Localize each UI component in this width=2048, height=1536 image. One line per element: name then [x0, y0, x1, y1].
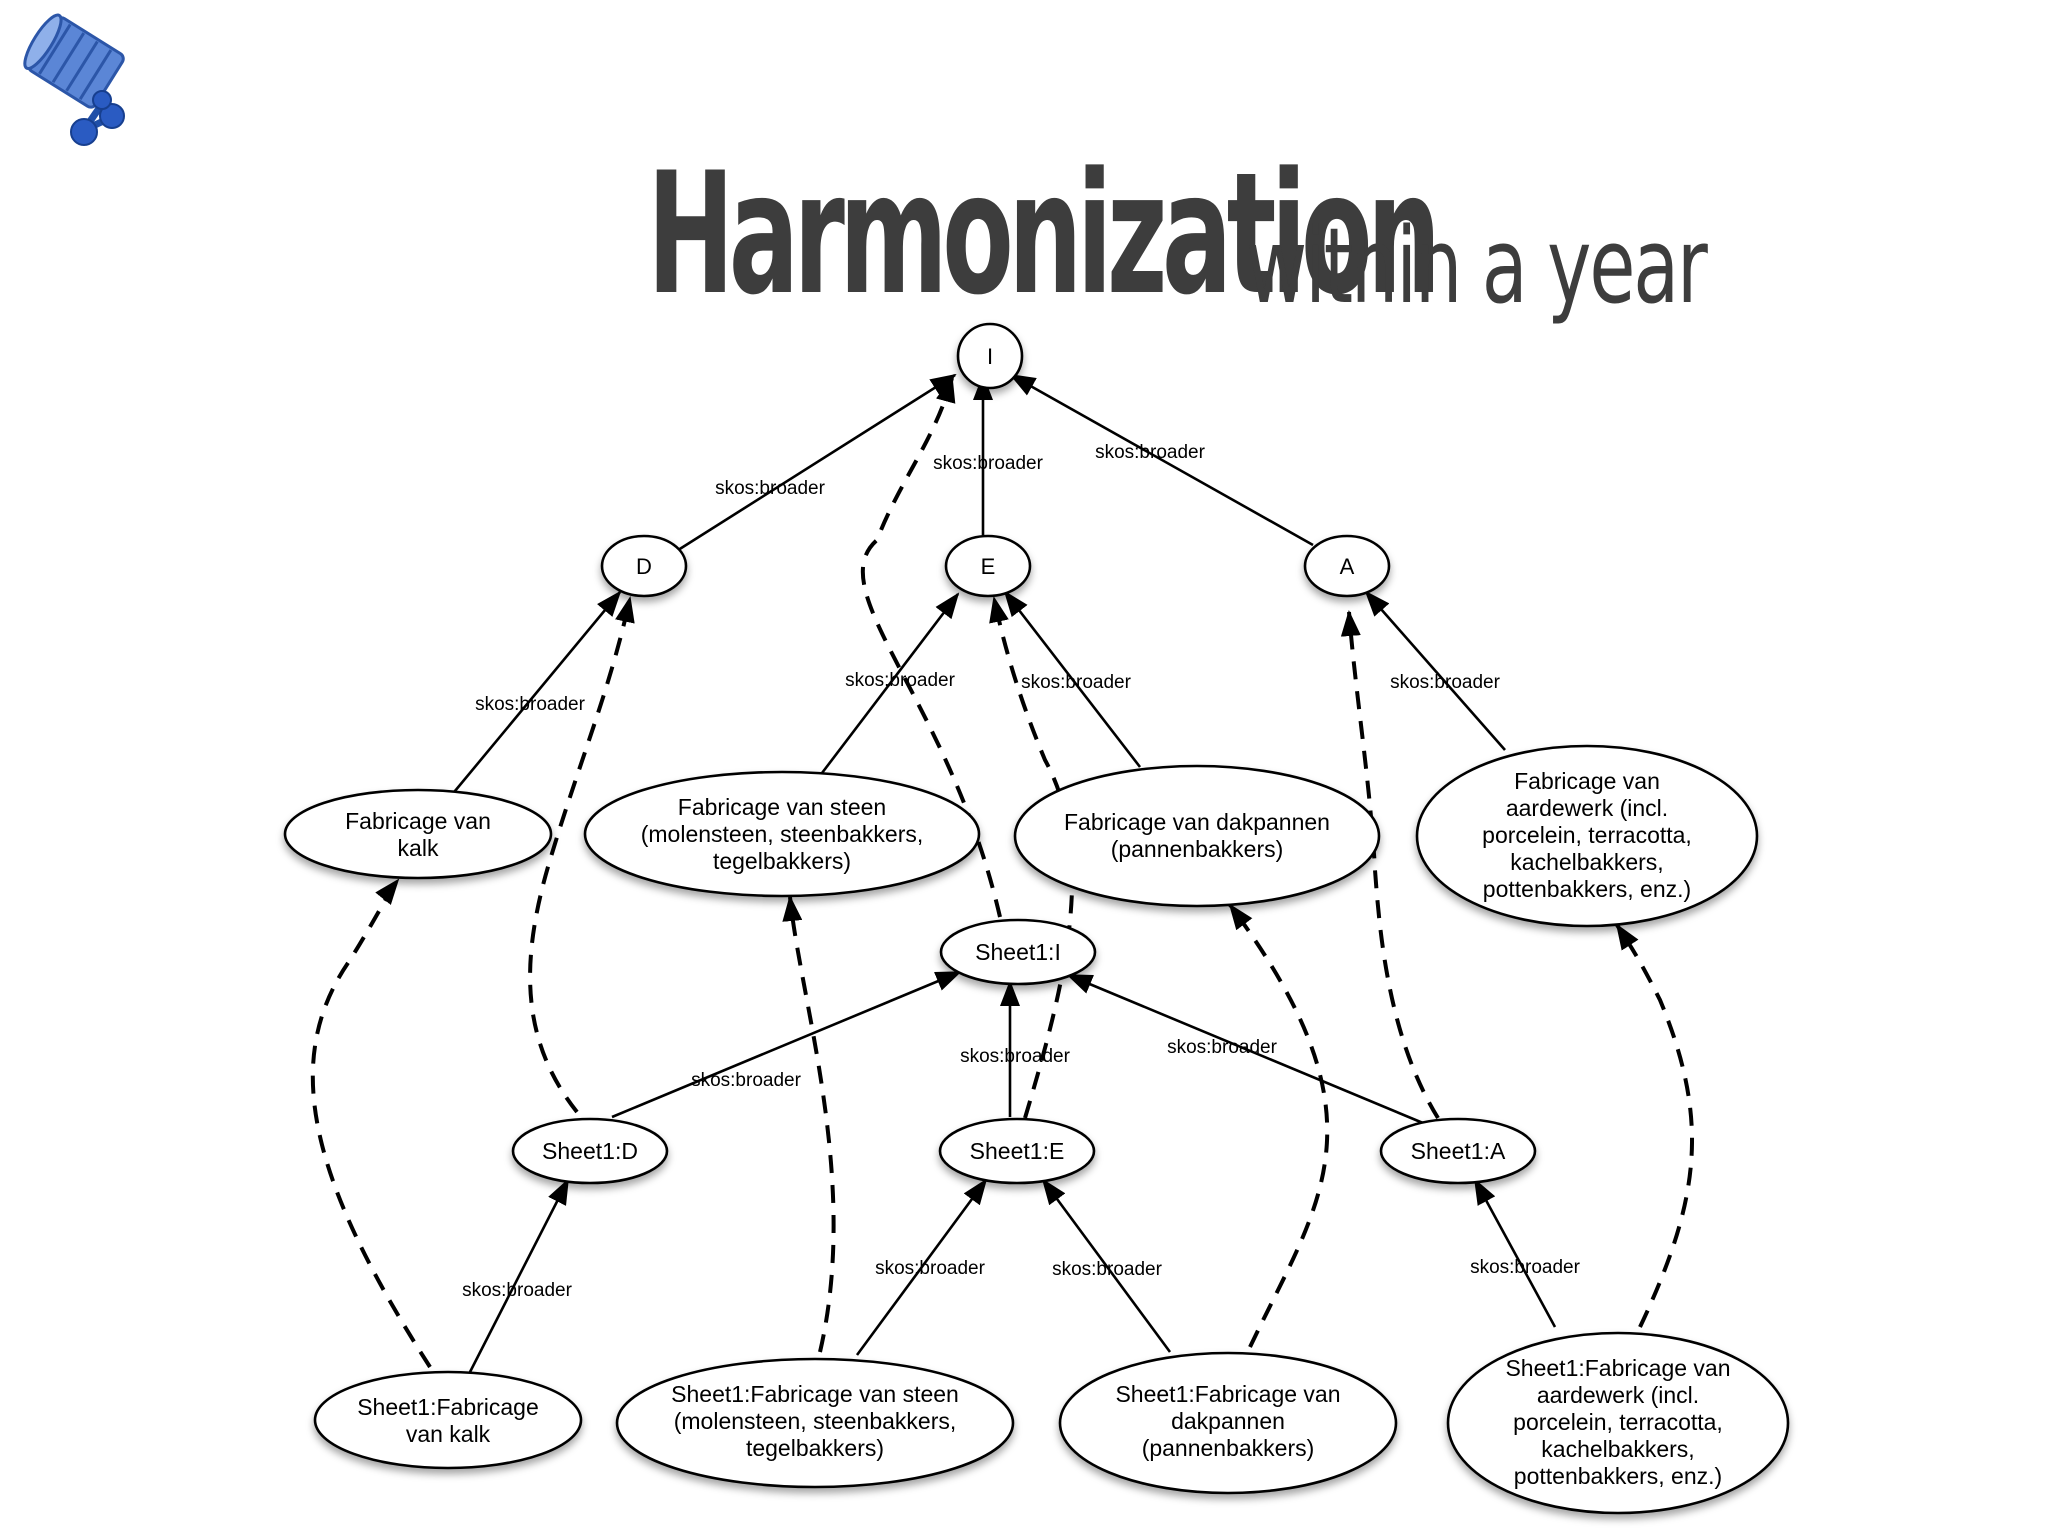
node-label-line: van kalk — [406, 1421, 491, 1447]
node-label: I — [987, 344, 993, 369]
edge-label: skos:broader — [845, 670, 956, 691]
mapping-sheetsteen-to-steen — [782, 895, 836, 1353]
logo — [12, 12, 152, 152]
edge-sheetkalk-to-sheetd — [468, 1178, 570, 1373]
node-label-line: (molensteen, steenbakkers, — [674, 1408, 957, 1434]
scroll-network-logo-icon — [23, 13, 125, 146]
node-sheet1-i: Sheet1:I — [939, 918, 1097, 986]
node-label-line: (pannenbakkers) — [1142, 1435, 1315, 1461]
edge-label: skos:broader — [1390, 672, 1501, 693]
nodes: I D E A Fabricage van kalk Fabricage van… — [283, 322, 1790, 1515]
edge-sheetaardewerk-to-sheeta — [1473, 1178, 1557, 1328]
edge-label: skos:broader — [933, 453, 1044, 474]
edge-label: skos:broader — [691, 1070, 802, 1091]
node-label-line: porcelein, terracotta, — [1513, 1409, 1723, 1435]
node-sheet1-fabricage-steen: Sheet1:Fabricage van steen (molensteen, … — [615, 1357, 1015, 1489]
edge-label: skos:broader — [1470, 1257, 1581, 1278]
edge-label: skos:broader — [1167, 1037, 1278, 1058]
node-e: E — [944, 534, 1032, 598]
node-label-line: kachelbakkers, — [1510, 849, 1663, 875]
mapping-sheetdakpannen-to-dakpannen — [1228, 903, 1330, 1348]
node-label-line: Sheet1:Fabricage van steen — [671, 1381, 959, 1407]
node-label: A — [1340, 554, 1355, 579]
node-a: A — [1303, 534, 1391, 598]
title-sub: within a year — [1245, 205, 1708, 327]
node-label-line: Fabricage van dakpannen — [1064, 809, 1330, 835]
edge-dakpannen-to-e — [1003, 590, 1142, 768]
node-sheet1-a: Sheet1:A — [1379, 1117, 1537, 1185]
edge-label: skos:broader — [875, 1258, 986, 1279]
node-label-line: Fabricage van — [345, 808, 491, 834]
node-label-line: tegelbakkers) — [713, 848, 851, 874]
edge-label: skos:broader — [1021, 672, 1132, 693]
edge-label: skos:broader — [960, 1046, 1071, 1067]
edge-d-to-i — [674, 373, 957, 554]
node-d: D — [600, 534, 688, 598]
edge-steen-to-e — [820, 592, 960, 774]
node-fabricage-aardewerk: Fabricage van aardewerk (incl. porcelein… — [1415, 744, 1759, 928]
node-label-line: aardewerk (incl. — [1506, 795, 1668, 821]
edge-label: skos:broader — [715, 478, 826, 499]
edge-label: skos:broader — [1052, 1259, 1163, 1280]
node-label-line: Fabricage van steen — [678, 794, 886, 820]
node-label: Sheet1:E — [970, 1138, 1065, 1164]
edge-kalk-to-d — [448, 590, 622, 798]
node-label-line: (pannenbakkers) — [1111, 836, 1284, 862]
edge-sheetdakpannen-to-sheete — [1041, 1178, 1172, 1353]
node-sheet1-e: Sheet1:E — [938, 1117, 1096, 1185]
node-label-line: pottenbakkers, enz.) — [1514, 1463, 1722, 1489]
mapping-sheetd-to-d — [528, 596, 635, 1114]
node-sheet1-fabricage-dakpannen: Sheet1:Fabricage van dakpannen (pannenba… — [1058, 1351, 1398, 1495]
edge-label: skos:broader — [462, 1280, 573, 1301]
node-label-line: (molensteen, steenbakkers, — [641, 821, 924, 847]
node-label: Sheet1:A — [1411, 1138, 1506, 1164]
node-label-line: porcelein, terracotta, — [1482, 822, 1692, 848]
node-label: Sheet1:D — [542, 1138, 638, 1164]
node-label-line: pottenbakkers, enz.) — [1483, 876, 1691, 902]
mapping-sheetaardewerk-to-aardewerk — [1615, 923, 1694, 1328]
node-label-line: kachelbakkers, — [1541, 1436, 1694, 1462]
edge-sheetsteen-to-sheete — [855, 1178, 988, 1356]
node-fabricage-kalk: Fabricage van kalk — [283, 788, 553, 880]
node-label-line: aardewerk (incl. — [1537, 1382, 1699, 1408]
node-label-line: Sheet1:Fabricage van — [1115, 1381, 1340, 1407]
edge-labels: skos:broader skos:broader skos:broader s… — [462, 442, 1581, 1301]
node-sheet1-fabricage-aardewerk: Sheet1:Fabricage van aardewerk (incl. po… — [1446, 1331, 1790, 1515]
node-label-line: kalk — [398, 835, 439, 861]
edge-aardewerk-to-a — [1364, 590, 1506, 751]
mapping-sheeti-to-i — [860, 376, 1002, 918]
edge-sheetd-to-sheeti — [611, 970, 962, 1119]
node-label-line: Sheet1:Fabricage van — [1505, 1355, 1730, 1381]
edge-label: skos:broader — [1095, 442, 1206, 463]
node-label-line: Sheet1:Fabricage — [357, 1394, 539, 1420]
node-label: E — [981, 554, 996, 579]
node-fabricage-steen: Fabricage van steen (molensteen, steenba… — [583, 770, 981, 898]
edge-label: skos:broader — [475, 694, 586, 715]
node-i: I — [956, 322, 1024, 390]
edge-sheeta-to-sheeti — [1066, 973, 1424, 1125]
node-fabricage-dakpannen: Fabricage van dakpannen (pannenbakkers) — [1013, 764, 1381, 908]
node-label: D — [636, 554, 652, 579]
node-sheet1-fabricage-kalk: Sheet1:Fabricage van kalk — [313, 1370, 583, 1470]
node-label-line: tegelbakkers) — [746, 1435, 884, 1461]
node-label-line: dakpannen — [1171, 1408, 1285, 1434]
edges — [310, 373, 1694, 1373]
edge-a-to-i — [1009, 373, 1314, 547]
node-sheet1-d: Sheet1:D — [511, 1117, 669, 1185]
title-main: Harmonization — [647, 136, 1441, 332]
slide-title: Harmonization within a year — [0, 128, 2048, 318]
node-label: Sheet1:I — [975, 939, 1061, 965]
mapping-sheetkalk-to-kalk — [310, 878, 432, 1369]
node-label-line: Fabricage van — [1514, 768, 1660, 794]
